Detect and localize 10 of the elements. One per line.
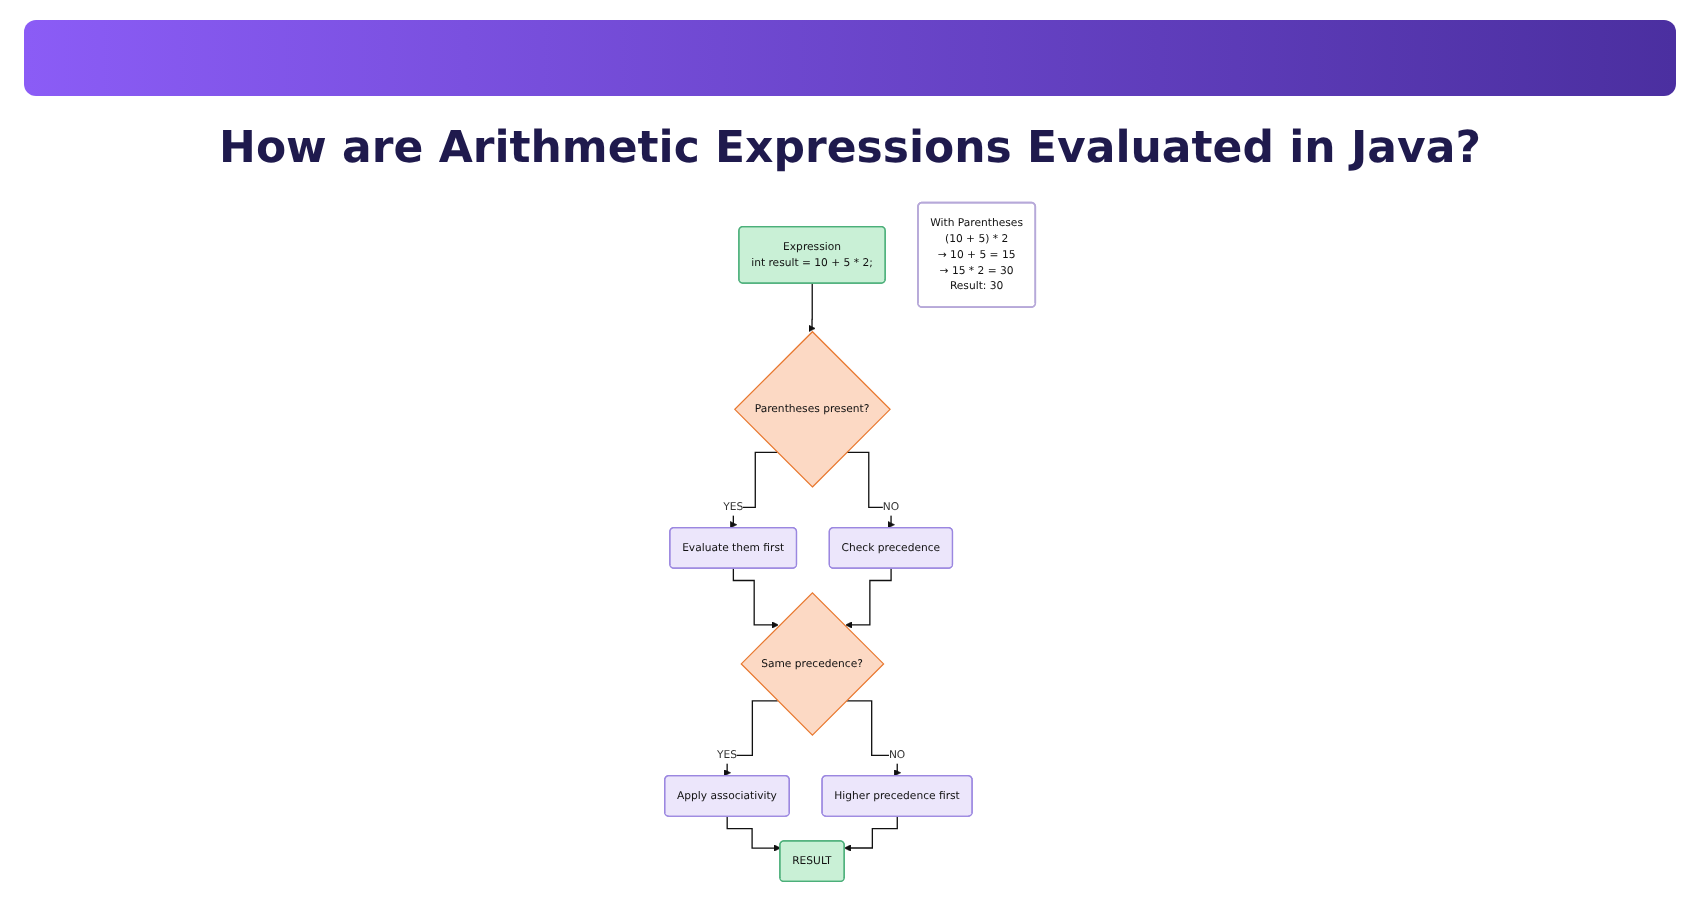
arrow: [846, 451, 895, 529]
arrow: [808, 282, 816, 333]
arrow: [726, 816, 781, 852]
arrow: [729, 451, 779, 529]
arrow: [732, 567, 779, 629]
arrow: [723, 700, 779, 777]
arrow: [845, 567, 892, 629]
arrow: [844, 816, 899, 852]
title: How are Arithmetic Expressions Evaluated in Java?: [217, 124, 1483, 174]
arrow: [845, 700, 901, 777]
